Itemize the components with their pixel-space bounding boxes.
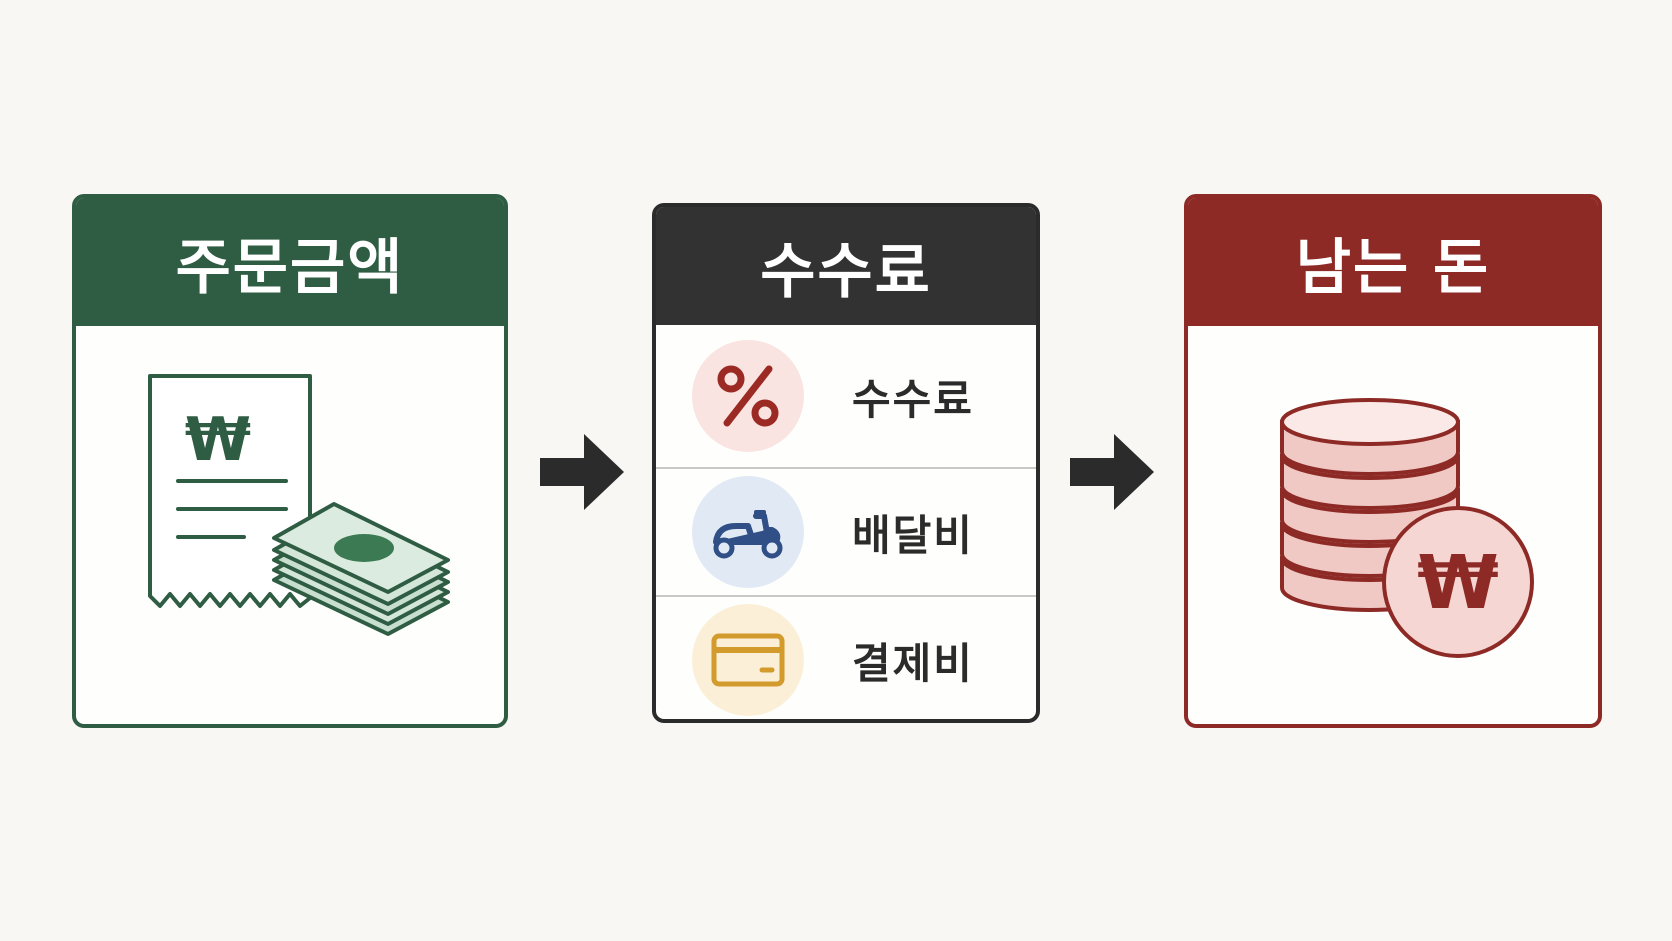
fee-row-delivery: 배달비 xyxy=(656,469,1036,595)
receipt-currency-symbol: ₩ xyxy=(185,405,251,475)
fee-divider xyxy=(656,595,1036,597)
won-coin-icon: ₩ xyxy=(1382,506,1534,658)
percent-icon xyxy=(717,365,779,427)
fee-label-payment: 결제비 xyxy=(852,638,974,688)
fees-card: 수수료 수수료 배달비 xyxy=(652,203,1040,723)
cash-stack-icon xyxy=(272,502,450,636)
order-amount-title: 주문금액 xyxy=(76,198,504,326)
commission-icon-circle xyxy=(692,340,804,452)
coin-stack-illustration: ₩ xyxy=(1280,398,1534,658)
fee-row-payment: 결제비 xyxy=(656,597,1036,719)
receipt-and-cash-illustration: ₩ xyxy=(148,374,450,636)
receipt-icon: ₩ xyxy=(148,374,312,608)
order-amount-card: 주문금액 ₩ xyxy=(72,194,508,728)
scooter-icon xyxy=(713,510,783,559)
remaining-money-card: 남는 돈 ₩ xyxy=(1184,194,1602,728)
card-icon xyxy=(711,633,785,687)
fees-title: 수수료 xyxy=(656,207,1036,325)
delivery-icon-circle xyxy=(692,476,804,588)
remaining-money-title: 남는 돈 xyxy=(1188,198,1598,326)
fee-row-commission: 수수료 xyxy=(656,325,1036,467)
fee-label-commission: 수수료 xyxy=(852,374,974,424)
fee-divider xyxy=(656,467,1036,469)
payment-icon-circle xyxy=(692,604,804,716)
arrow-right-icon xyxy=(1070,434,1154,510)
coin-currency-symbol: ₩ xyxy=(1417,540,1499,626)
arrow-right-icon xyxy=(540,434,624,510)
fee-label-delivery: 배달비 xyxy=(852,510,974,560)
